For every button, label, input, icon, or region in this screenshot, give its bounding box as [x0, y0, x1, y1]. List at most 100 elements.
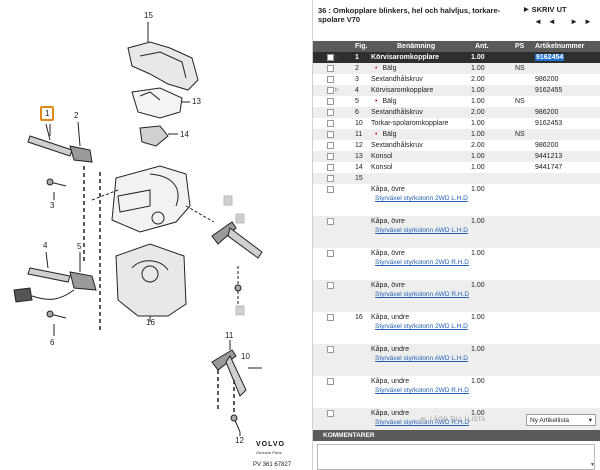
row-name: Sextandhålskruv — [371, 142, 423, 149]
expand-icon[interactable]: ▷ — [335, 54, 339, 60]
diagram-drawing — [13, 22, 263, 436]
row-checkbox[interactable] — [327, 186, 334, 193]
row-checkbox[interactable] — [327, 346, 334, 353]
callout-16[interactable]: 16 — [146, 318, 155, 327]
add-to-list-label: LÄGG TILL I LISTA — [430, 416, 486, 423]
callout-12[interactable]: 12 — [235, 436, 244, 445]
callout-10[interactable]: 10 — [241, 352, 250, 361]
row-checkbox[interactable] — [327, 153, 334, 160]
row-checkbox[interactable] — [327, 250, 334, 257]
col-fig[interactable]: Fig. — [355, 43, 368, 50]
row-checkbox[interactable] — [327, 218, 334, 225]
row-qty: 1.00 — [471, 54, 485, 61]
expand-icon[interactable]: ▷ — [335, 87, 339, 93]
row-name-text: Sextandhålskruv — [371, 109, 423, 116]
callout-6[interactable]: 6 — [50, 338, 55, 347]
row-model-link[interactable]: Styrväxel styrkolonn 2WD R.H.D — [375, 387, 469, 394]
row-name: Torkar-spolaromkopplare — [371, 120, 448, 127]
row-qty: 1.00 — [471, 218, 485, 225]
callout-1-selected[interactable]: 1 — [40, 106, 55, 121]
col-ps[interactable]: PS — [515, 43, 525, 50]
prev-page-icon[interactable]: ◄◄ — [534, 17, 562, 26]
col-art[interactable]: Artikelnummer — [535, 43, 585, 50]
row-model-link[interactable]: Styrväxel styrkolonn AWD L.H.D — [375, 355, 468, 362]
col-name[interactable]: Benämning — [397, 43, 436, 50]
row-qty: 1.00 — [471, 98, 485, 105]
row-checkbox[interactable] — [327, 120, 334, 127]
row-checkbox[interactable] — [327, 142, 334, 149]
row-checkbox[interactable] — [327, 76, 334, 83]
row-checkbox[interactable] — [327, 164, 334, 171]
next-page-icon[interactable]: ►► — [570, 17, 598, 26]
callout-5[interactable]: 5 — [77, 242, 82, 251]
row-checkbox[interactable] — [327, 87, 334, 94]
row-checkbox[interactable] — [327, 98, 334, 105]
row-checkbox[interactable] — [327, 54, 334, 61]
list-select-value: Ny Artikellista — [530, 416, 570, 424]
row-checkbox[interactable] — [327, 314, 334, 321]
callout-3[interactable]: 3 — [50, 201, 55, 210]
callout-14[interactable]: 14 — [180, 130, 189, 139]
row-name-text: Bälg — [382, 98, 397, 105]
row-name: Konsol — [371, 153, 392, 160]
callout-11[interactable]: 11 — [225, 331, 234, 340]
row-model-link[interactable]: Styrväxel styrkolonn AWD R.H.D — [375, 291, 470, 298]
row-model-link[interactable]: Styrväxel styrkolonn AWD L.H.D — [375, 227, 468, 234]
row-name: Körvisaromkopplare — [371, 87, 433, 94]
scroll-down-icon[interactable]: ▼ — [590, 462, 595, 468]
row-art: 9162453 — [535, 120, 563, 127]
row-model-link[interactable]: Styrväxel styrkolonn 2WD L.H.D — [375, 195, 468, 202]
row-checkbox[interactable] — [327, 109, 334, 116]
print-button[interactable]: ▶ SKRIV UT — [524, 5, 567, 14]
table-row[interactable]: 15 — [313, 173, 600, 184]
row-name-text: Kåpa, undre — [371, 346, 410, 353]
row-qty: 1.00 — [471, 410, 485, 417]
callout-4[interactable]: 4 — [43, 241, 48, 250]
row-checkbox[interactable] — [327, 410, 334, 417]
callout-15[interactable]: 15 — [144, 11, 153, 20]
callout-2[interactable]: 2 — [74, 111, 79, 120]
row-checkbox[interactable] — [327, 175, 334, 182]
row-qty: 2.00 — [471, 142, 485, 149]
row-qty: 1.00 — [471, 346, 485, 353]
row-checkbox[interactable] — [327, 65, 334, 72]
callout-13[interactable]: 13 — [192, 97, 201, 106]
row-qty: 1.00 — [471, 120, 485, 127]
row-model-link[interactable]: Styrväxel styrkolonn 2WD R.H.D — [375, 259, 469, 266]
list-select[interactable]: Ny Artikellista ▾ — [526, 414, 596, 426]
page-title: 36 : Omkopplare blinkers, hel och halvlj… — [318, 6, 501, 24]
row-name-text: Körvisaromkopplare — [371, 87, 434, 94]
row-art[interactable]: 9162454 — [535, 54, 565, 61]
comments-textarea[interactable] — [317, 444, 595, 470]
row-ps: NS — [515, 65, 525, 72]
row-art: 986200 — [535, 76, 559, 83]
col-qty[interactable]: Ant. — [475, 43, 489, 50]
row-name-text: Sextandhålskruv — [371, 76, 423, 83]
row-model-link[interactable]: Styrväxel styrkolonn 2WD L.H.D — [375, 323, 468, 330]
row-checkbox[interactable] — [327, 131, 334, 138]
row-qty: 1.00 — [471, 131, 485, 138]
row-checkbox[interactable] — [327, 378, 334, 385]
row-checkbox[interactable] — [327, 282, 334, 289]
row-model-link[interactable]: Styrväxel styrkolonn AWD R.H.D — [375, 419, 470, 426]
add-to-list-button[interactable]: LÄGG TILL I LISTA — [420, 416, 486, 423]
